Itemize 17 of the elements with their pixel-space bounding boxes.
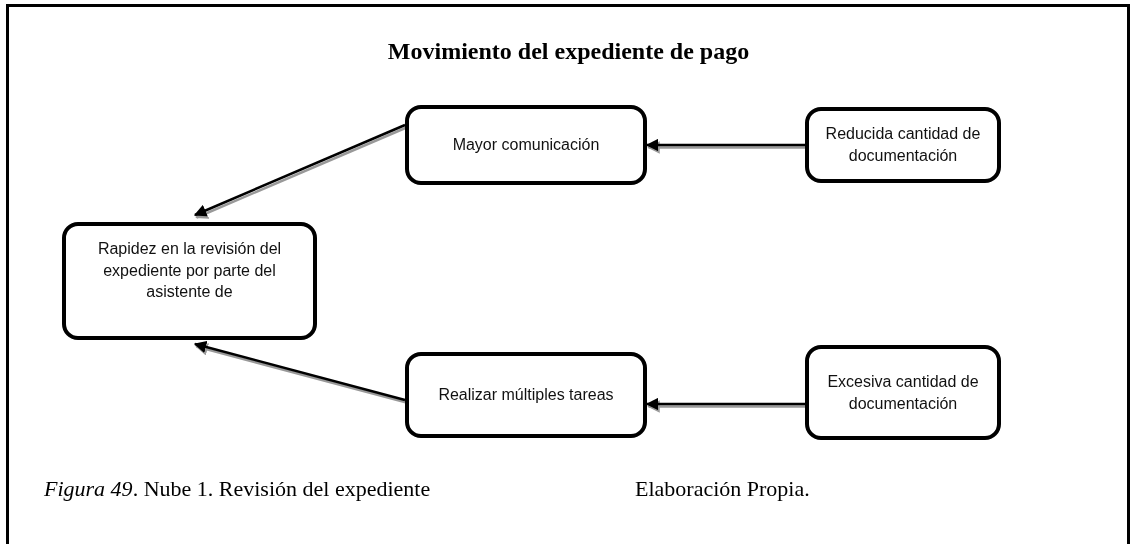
rounded-box: [405, 352, 647, 438]
diagram-title: Movimiento del expediente de pago: [386, 38, 751, 65]
arrow: [645, 397, 807, 413]
node-text: Excesiva cantidad de documentación: [826, 371, 980, 414]
node-text: Rapidez en la revisión del expediente por parte del asistente de: [96, 239, 283, 303]
node-text: Realizar múltiples tareas: [438, 385, 614, 406]
source-note: Elaboración Propia.: [635, 476, 810, 502]
arrow: [645, 138, 807, 154]
figure-caption: Figura 49. Nube 1. Revisión del expediente: [44, 476, 431, 502]
arrow: [193, 340, 407, 404]
rounded-box: [62, 222, 317, 340]
node-text: Mayor comunicación: [452, 135, 600, 156]
rounded-box: [805, 107, 1001, 183]
rounded-box: [805, 345, 1001, 440]
arrow: [193, 123, 407, 219]
node-text: Reducida cantidad de documentación: [824, 124, 982, 166]
rounded-box: [405, 105, 647, 185]
